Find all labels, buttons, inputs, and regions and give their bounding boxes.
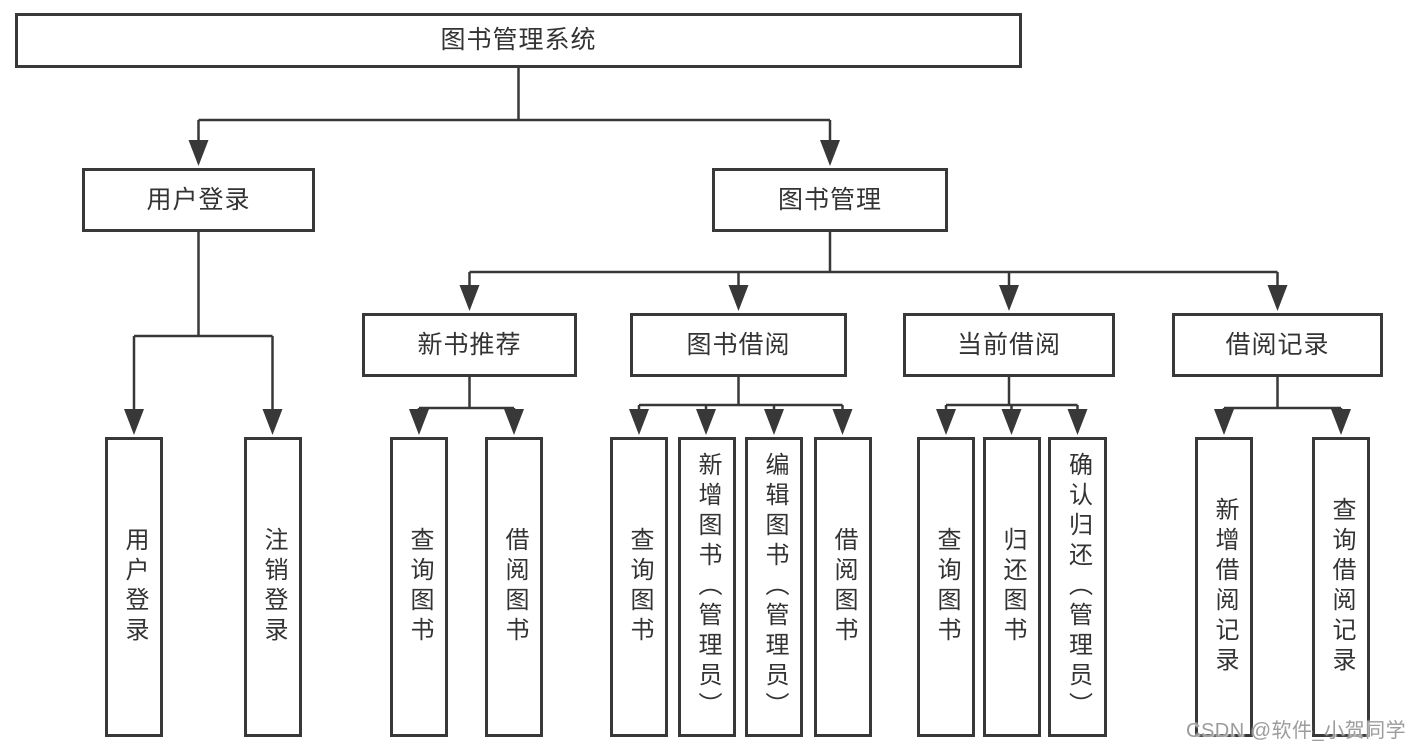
node-label: 查询借阅记录: [1328, 497, 1355, 677]
arrowhead: [936, 409, 956, 435]
arrowhead: [459, 285, 480, 311]
connector-book-management-children: [468, 232, 1279, 305]
connector-user-login-children: [132, 232, 274, 429]
arrowhead: [124, 409, 144, 435]
node-leaf-add-borrow-record: 新增借阅记录: [1195, 437, 1253, 737]
arrowhead: [1267, 285, 1288, 311]
node-borrow-records: 借阅记录: [1172, 313, 1383, 377]
node-new-book-recommend: 新书推荐: [362, 313, 577, 377]
node-label: 当前借阅: [956, 330, 1061, 359]
node-label: 用户登录: [121, 527, 148, 647]
node-leaf-query-books-borrow: 查询图书: [610, 437, 668, 737]
arrowhead: [820, 140, 840, 166]
node-leaf-query-books-recommend: 查询图书: [390, 437, 448, 737]
arrowhead: [409, 409, 429, 435]
connector-current-borrow-children: [944, 377, 1079, 429]
node-leaf-add-book-admin: 新增图书（管理员）: [678, 437, 736, 737]
arrowhead: [1214, 409, 1234, 435]
node-label: 新增图书（管理员）: [694, 452, 721, 722]
connector-root-to-level2: [197, 68, 832, 160]
node-leaf-borrow-books: 借阅图书: [814, 437, 872, 737]
node-label: 图书管理系统: [440, 26, 597, 54]
node-book-management: 图书管理: [712, 168, 948, 232]
node-leaf-edit-book-admin: 编辑图书（管理员）: [745, 437, 803, 737]
arrowhead: [764, 409, 784, 435]
node-label: 图书管理: [777, 185, 882, 214]
node-label: 查询图书: [626, 527, 653, 647]
node-leaf-user-login: 用户登录: [105, 437, 163, 737]
node-label: 查询图书: [933, 527, 960, 647]
arrowhead: [1331, 409, 1351, 435]
node-leaf-borrow-books-recommend: 借阅图书: [485, 437, 543, 737]
arrowhead: [999, 285, 1019, 311]
node-leaf-confirm-return-admin: 确认归还（管理员）: [1048, 437, 1107, 737]
node-leaf-return-book: 归还图书: [983, 437, 1041, 737]
node-label: 借阅图书: [830, 527, 857, 647]
arrowhead: [504, 409, 524, 435]
node-label: 注销登录: [260, 527, 287, 647]
arrowhead: [696, 409, 716, 435]
connector-book-borrow-children: [637, 377, 844, 429]
node-label: 借阅图书: [501, 527, 528, 647]
node-book-borrow: 图书借阅: [630, 313, 847, 377]
node-label: 编辑图书（管理员）: [761, 452, 788, 722]
node-label: 确认归还（管理员）: [1064, 452, 1092, 722]
arrowhead: [832, 409, 853, 435]
node-label: 图书借阅: [686, 330, 791, 359]
node-label: 用户登录: [146, 185, 251, 214]
node-current-borrow: 当前借阅: [903, 313, 1115, 377]
node-label: 查询图书: [406, 527, 433, 647]
node-label: 归还图书: [999, 527, 1026, 647]
node-leaf-query-borrow-record: 查询借阅记录: [1312, 437, 1370, 737]
arrowhead: [188, 140, 209, 166]
connector-borrow-records-children: [1222, 377, 1343, 429]
arrowhead: [728, 285, 749, 311]
node-label: 新书推荐: [417, 330, 522, 359]
node-library-management-system: 图书管理系统: [15, 13, 1022, 68]
arrowhead: [1001, 409, 1022, 435]
node-user-login: 用户登录: [82, 168, 315, 232]
arrowhead: [262, 409, 283, 435]
arrowhead: [1067, 409, 1088, 435]
connector-new-book-children: [417, 377, 516, 429]
node-label: 新增借阅记录: [1211, 497, 1238, 677]
node-label: 借阅记录: [1225, 330, 1330, 359]
arrowhead: [629, 409, 649, 435]
node-leaf-query-books-current: 查询图书: [917, 437, 975, 737]
node-leaf-logout: 注销登录: [244, 437, 302, 737]
